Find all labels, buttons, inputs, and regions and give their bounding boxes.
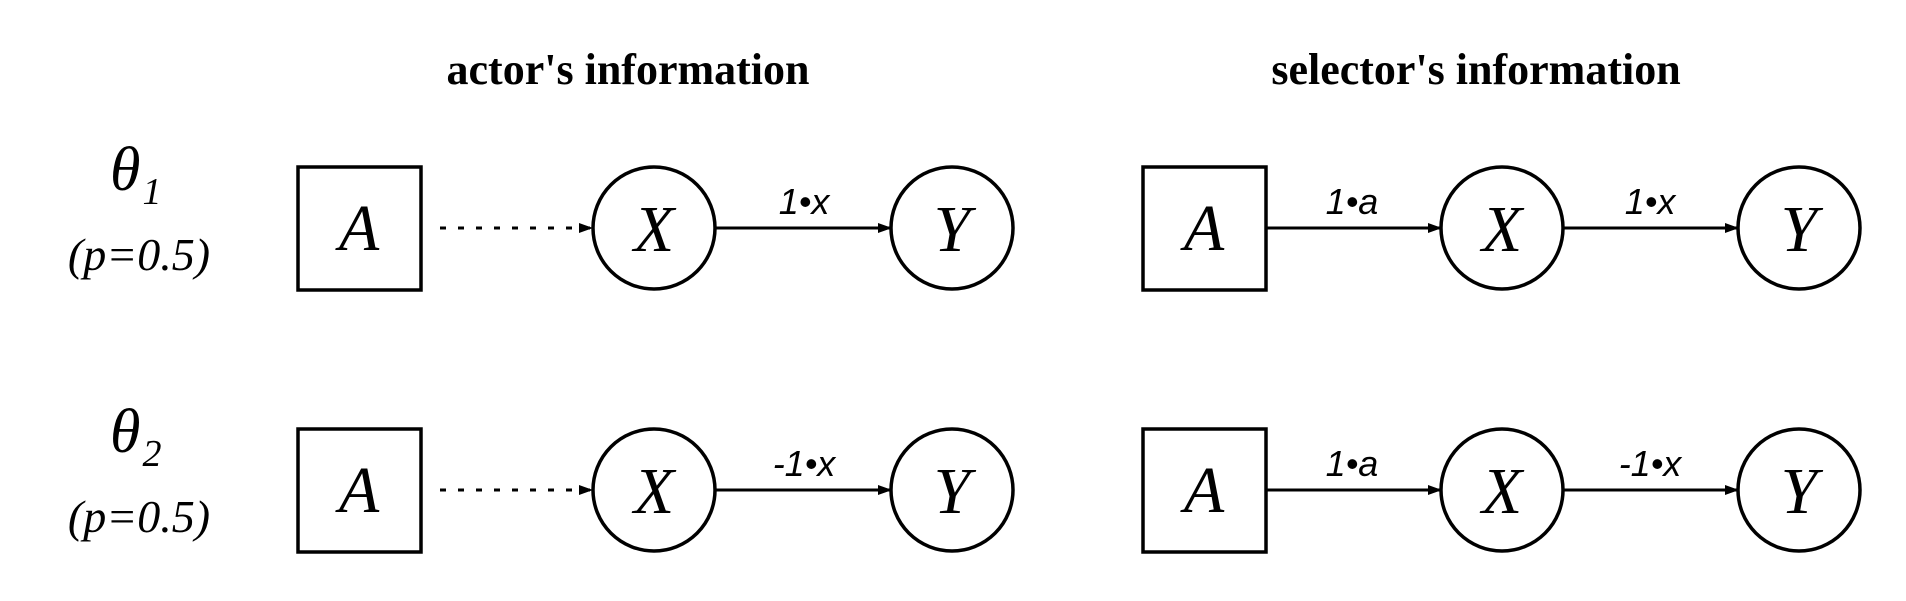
theta-2-label: θ2 [110,398,161,475]
node-y-label: Y [934,193,977,266]
node-a-box [1141,165,1268,292]
node-y-label: Y [1781,193,1824,266]
actor-information-header: actor's information [447,45,810,94]
edge-a-x-label: 1•a [1326,181,1379,222]
node-y-circle [1736,165,1862,291]
node-a-box [296,165,423,292]
node-x-label: X [631,455,677,528]
row-theta-1: θ1 (p=0.5) A X 1•x Y A 1•a X 1•x Y [68,136,1862,292]
node-a-label: A [1180,454,1225,527]
row-theta-2: θ2 (p=0.5) A X -1•x Y A 1•a X -1•x Y [68,398,1862,554]
edge-x-y-label: -1•x [773,443,838,484]
edge-x-y-label: 1•x [779,181,832,222]
edge-x-y-label: 1•x [1625,181,1678,222]
node-x-label: X [1479,193,1525,266]
selector-diagram-theta-1: A 1•a X 1•x Y [1141,165,1862,292]
node-x-label: X [1479,455,1525,528]
selector-information-header: selector's information [1271,45,1680,94]
edge-x-y-label: -1•x [1619,443,1684,484]
edge-a-x-label: 1•a [1326,443,1379,484]
node-a-label: A [335,192,380,265]
actor-diagram-theta-2: A X -1•x Y [296,427,1015,554]
theta-2-probability: (p=0.5) [68,491,210,542]
node-a-box [1141,427,1268,554]
node-y-circle [889,165,1015,291]
node-a-box [296,427,423,554]
node-a-label: A [1180,192,1225,265]
node-y-label: Y [1781,455,1824,528]
node-y-label: Y [934,455,977,528]
selector-diagram-theta-2: A 1•a X -1•x Y [1141,427,1862,554]
node-y-circle [889,427,1015,553]
node-a-label: A [335,454,380,527]
actor-diagram-theta-1: A X 1•x Y [296,165,1015,292]
node-y-circle [1736,427,1862,553]
theta-1-probability: (p=0.5) [68,229,210,280]
theta-1-label: θ1 [110,136,161,213]
node-x-label: X [631,193,677,266]
